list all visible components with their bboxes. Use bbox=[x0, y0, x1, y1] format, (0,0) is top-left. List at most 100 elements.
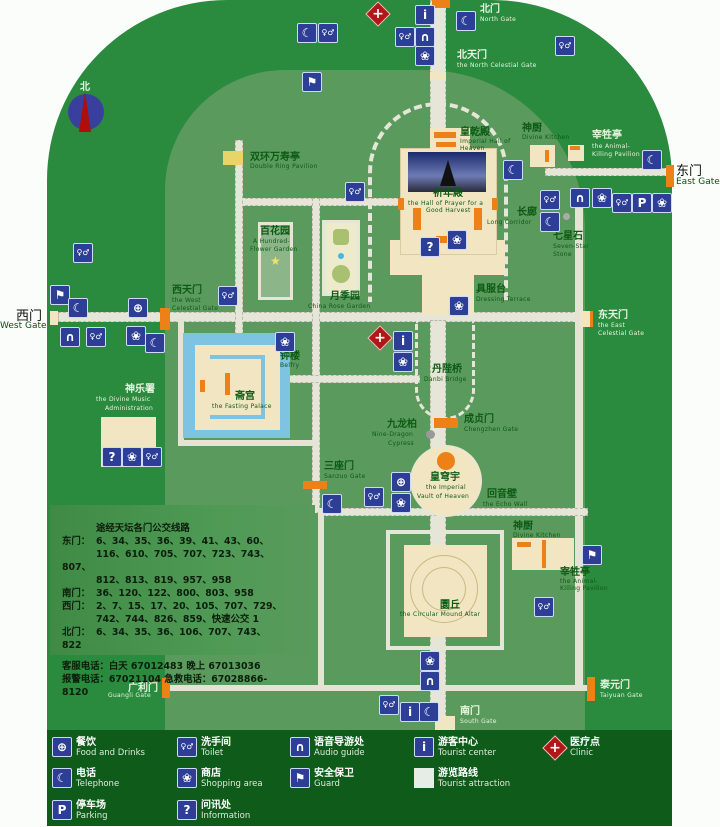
legend-cn: 医疗点 bbox=[570, 737, 600, 748]
question-icon[interactable]: ? bbox=[102, 447, 122, 467]
clinic-cross: + bbox=[374, 330, 386, 346]
legend-en: Clinic bbox=[570, 748, 594, 758]
shopping-icon[interactable]: ❀ bbox=[122, 447, 142, 467]
imperial-hall-en: Heaven bbox=[460, 145, 485, 152]
telephone-icon[interactable]: ☾ bbox=[145, 333, 165, 353]
food-icon[interactable]: ⊕ bbox=[391, 472, 411, 492]
telephone-icon[interactable]: ☾ bbox=[540, 212, 560, 232]
toilet-icon[interactable]: ♀♂ bbox=[555, 36, 575, 56]
guangli-road bbox=[170, 685, 590, 691]
toilet-icon[interactable]: ♀♂ bbox=[73, 243, 93, 263]
legend-cn: 洗手间 bbox=[201, 737, 231, 748]
bus-line: 742、744、826、859、快速公交 1 bbox=[62, 613, 282, 626]
info-icon: i bbox=[414, 737, 434, 757]
info-icon[interactable]: i bbox=[400, 702, 420, 722]
toilet-icon[interactable]: ♀♂ bbox=[364, 487, 384, 507]
west-vertical-road[interactable] bbox=[235, 140, 243, 345]
toilet-icon[interactable]: ♀♂ bbox=[318, 23, 338, 43]
guard-icon[interactable]: ⚑ bbox=[302, 72, 322, 92]
bus-line: 南门：36、120、122、800、803、958 bbox=[62, 587, 282, 600]
mid-vertical-road[interactable] bbox=[312, 198, 320, 513]
shopping-icon[interactable]: ❀ bbox=[447, 230, 467, 250]
north-celestial-gate-marker[interactable] bbox=[430, 72, 446, 80]
chengzhen-gate-en: Chengzhen Gate bbox=[464, 426, 519, 433]
audio-guide-icon[interactable]: ∩ bbox=[415, 27, 435, 47]
seven-star-stone-marker bbox=[563, 213, 570, 220]
telephone-icon[interactable]: ☾ bbox=[642, 150, 662, 170]
long-corridor-en: Long Corridor bbox=[487, 219, 532, 226]
compass-label: 北 bbox=[80, 82, 90, 93]
legend-en: Parking bbox=[76, 811, 108, 821]
alarm-phone: 报警电话：67021104 急救电话：67028866-8120 bbox=[62, 674, 268, 698]
legend-en: Audio guide bbox=[314, 748, 365, 758]
palace-marker bbox=[200, 380, 205, 392]
shopping-icon[interactable]: ❀ bbox=[393, 352, 413, 372]
toilet-icon[interactable]: ♀♂ bbox=[218, 286, 238, 306]
audio-guide-icon[interactable]: ∩ bbox=[420, 671, 440, 691]
info-icon[interactable]: i bbox=[393, 331, 413, 351]
south-gate-marker[interactable] bbox=[435, 716, 455, 730]
taiyuan-gate-en: Taiyuan Gate bbox=[600, 692, 643, 699]
info-icon[interactable]: i bbox=[415, 5, 435, 25]
guard-icon[interactable]: ⚑ bbox=[50, 285, 70, 305]
legend-cn: 商店 bbox=[201, 768, 221, 779]
east-gate-marker[interactable] bbox=[666, 165, 674, 187]
telephone-icon[interactable]: ☾ bbox=[419, 702, 439, 722]
audio-guide-icon[interactable]: ∩ bbox=[60, 327, 80, 347]
guard-icon[interactable]: ⚑ bbox=[582, 545, 602, 565]
star-icon: ★ bbox=[270, 254, 281, 268]
legend-cn: 语音导游处 bbox=[314, 737, 364, 748]
seven-star-en: Seven-Star bbox=[553, 243, 590, 250]
north-gate-marker[interactable] bbox=[432, 0, 450, 8]
imperial-vault-label: 皇穹宇 bbox=[430, 472, 460, 483]
telephone-icon[interactable]: ☾ bbox=[456, 11, 476, 31]
nine-dragon-en: Cypress bbox=[388, 440, 414, 447]
question-icon: ? bbox=[177, 800, 197, 820]
toilet-icon[interactable]: ♀♂ bbox=[379, 695, 399, 715]
shopping-icon[interactable]: ❀ bbox=[126, 326, 146, 346]
west-celestial-gate-en: Celestial Gate bbox=[172, 305, 219, 312]
taiyuan-gate-marker[interactable] bbox=[587, 677, 595, 701]
kitchen-marker bbox=[517, 542, 531, 547]
shopping-icon[interactable]: ❀ bbox=[275, 332, 295, 352]
audio-guide-icon[interactable]: ∩ bbox=[570, 188, 590, 208]
nine-dragon-cypress-marker bbox=[426, 430, 435, 439]
west-gate-marker[interactable] bbox=[50, 311, 58, 325]
food-icon[interactable]: ⊕ bbox=[128, 298, 148, 318]
shopping-icon[interactable]: ❀ bbox=[420, 651, 440, 671]
bus-line: 西门：2、7、15、17、20、105、707、729、 bbox=[62, 600, 282, 613]
guangli-gate-marker[interactable] bbox=[162, 678, 170, 698]
shopping-icon[interactable]: ❀ bbox=[449, 296, 469, 316]
sanzuo-gate-marker[interactable] bbox=[303, 481, 327, 489]
parking-icon[interactable]: P bbox=[632, 193, 652, 213]
pagoda-silhouette bbox=[440, 160, 456, 186]
west-gate-label: 西门 bbox=[16, 309, 43, 324]
shopping-icon[interactable]: ❀ bbox=[391, 493, 411, 513]
toilet-icon[interactable]: ♀♂ bbox=[395, 27, 415, 47]
question-icon[interactable]: ? bbox=[420, 237, 440, 257]
shopping-icon[interactable]: ❀ bbox=[415, 46, 435, 66]
toilet-icon[interactable]: ♀♂ bbox=[534, 597, 554, 617]
telephone-icon[interactable]: ☾ bbox=[322, 494, 342, 514]
east-celestial-gate-marker[interactable] bbox=[580, 311, 593, 327]
clinic-cross: + bbox=[372, 6, 384, 22]
legend-en: Guard bbox=[314, 779, 340, 789]
animal-killing-south-en: Killing Pavilion bbox=[560, 585, 608, 592]
telephone-icon[interactable]: ☾ bbox=[503, 160, 523, 180]
kitchen-marker bbox=[545, 150, 549, 162]
west-celestial-gate-marker[interactable] bbox=[160, 308, 170, 330]
toilet-icon[interactable]: ♀♂ bbox=[540, 190, 560, 210]
shopping-icon[interactable]: ❀ bbox=[652, 193, 672, 213]
shopping-icon[interactable]: ❀ bbox=[592, 188, 612, 208]
divine-kitchen-south-building bbox=[512, 538, 574, 570]
telephone-icon[interactable]: ☾ bbox=[297, 23, 317, 43]
toilet-icon[interactable]: ♀♂ bbox=[142, 447, 162, 467]
belfry-road[interactable] bbox=[285, 375, 420, 383]
toilet-icon[interactable]: ♀♂ bbox=[612, 193, 632, 213]
telephone-icon[interactable]: ☾ bbox=[68, 298, 88, 318]
toilet-icon[interactable]: ♀♂ bbox=[345, 182, 365, 202]
toilet-icon[interactable]: ♀♂ bbox=[86, 327, 106, 347]
